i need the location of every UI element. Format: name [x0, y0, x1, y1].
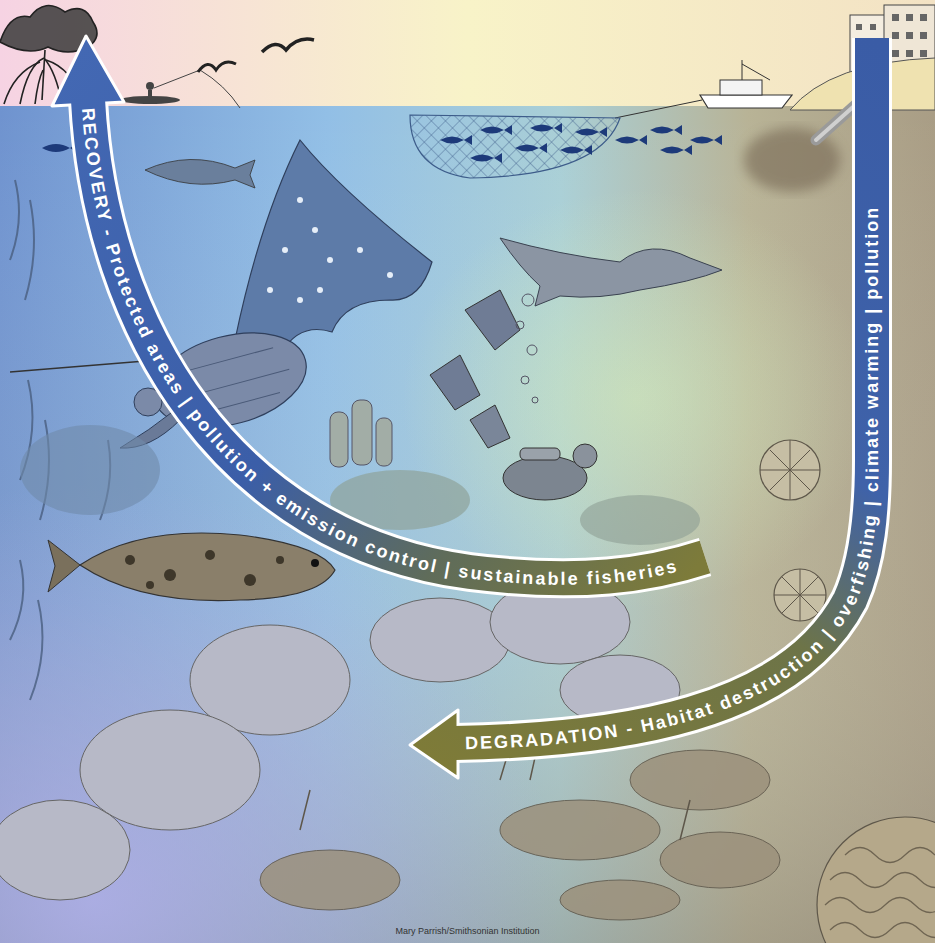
arrow-outline — [455, 38, 872, 743]
arrow-body — [455, 38, 872, 743]
arrow-head — [52, 36, 124, 106]
recovery-arrow: RECOVERY - Protected areas | pollution +… — [40, 25, 740, 615]
degradation-arrow: DEGRADATION - Habitat destruction | over… — [395, 20, 905, 795]
arrow-head — [410, 710, 458, 778]
arrow-band: RECOVERY - Protected areas | pollution +… — [40, 25, 740, 615]
arrow-band: DEGRADATION - Habitat destruction | over… — [395, 20, 905, 795]
credit-text: Mary Parrish/Smithsonian Institution — [0, 926, 935, 936]
arrow-text: DEGRADATION - Habitat destruction | over… — [465, 206, 883, 754]
arrow-body — [88, 100, 705, 578]
arrow-text: RECOVERY - Protected areas | pollution +… — [78, 107, 680, 589]
arrow-outline — [88, 100, 705, 578]
